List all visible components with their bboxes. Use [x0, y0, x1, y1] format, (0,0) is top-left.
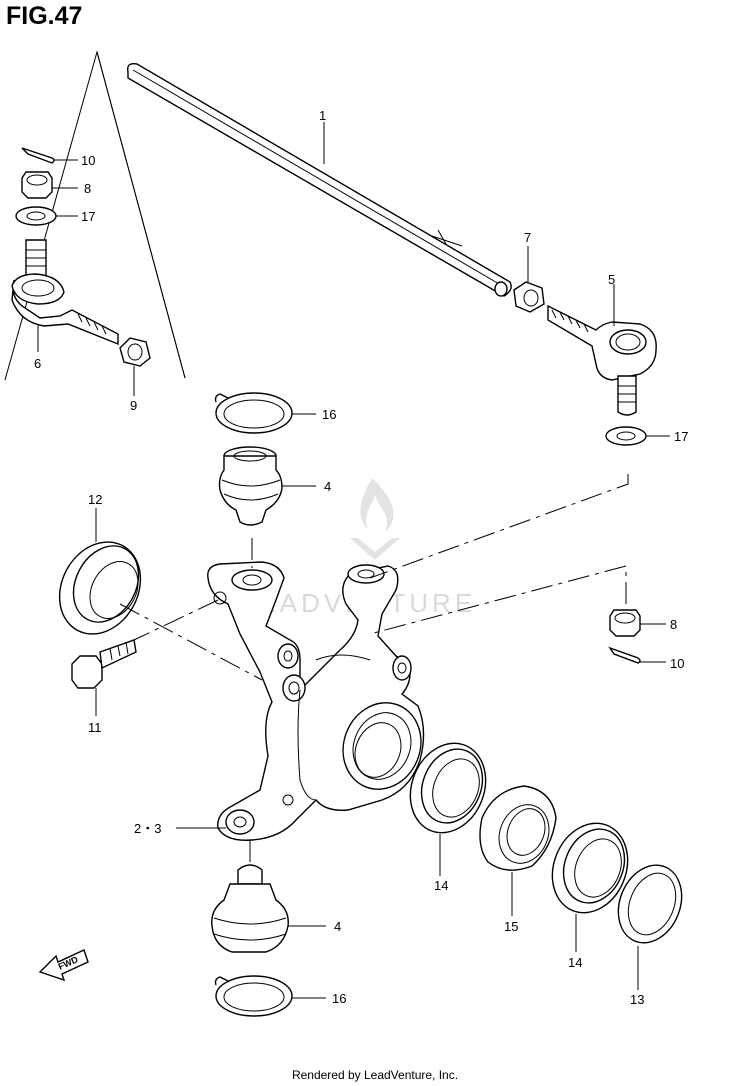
figure-title: FIG.47: [6, 2, 83, 30]
fwd-arrow-icon: FWD: [38, 949, 89, 982]
callout-16-bottom: 16: [332, 991, 346, 1006]
bolt-11: [71, 639, 137, 689]
oil-seal-14-left: [409, 742, 487, 834]
tie-rod-tube: [127, 62, 512, 297]
callout-7: 7: [524, 230, 531, 245]
callout-14-right: 14: [568, 955, 582, 970]
callout-4-bottom: 4: [334, 919, 341, 934]
ball-joint-4-bottom: [211, 864, 289, 953]
callout-17-left: 17: [81, 209, 95, 224]
callout-labels: 1 10 8 17 7 5 6 9 16 17 4 12 8 10 11 2・3…: [34, 108, 688, 1007]
callout-17-right: 17: [674, 429, 688, 444]
assembly-line-8-knuckle: [369, 565, 627, 635]
callout-13: 13: [630, 992, 644, 1007]
lock-nut-7: [513, 281, 545, 313]
snap-ring-16-top: [214, 392, 293, 434]
callout-10-left: 10: [81, 153, 95, 168]
callout-9: 9: [130, 398, 137, 413]
steering-knuckle-2-3: [207, 561, 425, 841]
callout-1: 1: [319, 108, 326, 123]
snap-ring-16-bottom: [214, 975, 293, 1017]
callout-8-left: 8: [84, 181, 91, 196]
callout-5: 5: [608, 272, 615, 287]
cotter-pin-10-left: [21, 147, 55, 164]
callout-12: 12: [88, 492, 102, 507]
callout-15: 15: [504, 919, 518, 934]
callout-8-right: 8: [670, 617, 677, 632]
oil-seal-12: [58, 541, 142, 635]
callout-10-right: 10: [670, 656, 684, 671]
castle-nut-8-right: [609, 609, 641, 637]
footer-credit: Rendered by LeadVenture, Inc.: [291, 1068, 459, 1082]
callout-11: 11: [88, 720, 102, 735]
callout-16-top: 16: [322, 407, 336, 422]
callout-6: 6: [34, 356, 41, 371]
callout-2-3: 2・3: [134, 821, 161, 836]
bearing-15: [479, 785, 557, 871]
leader-lines: [37, 122, 670, 999]
washer-17-right: [605, 426, 647, 446]
tie-rod-end-right: [547, 304, 657, 416]
assembly-line-11-knuckle: [133, 599, 219, 641]
assembly-line-12-knuckle: [119, 603, 263, 681]
tie-rod-end-left: [11, 239, 119, 346]
spacer-13: [617, 864, 683, 944]
ball-joint-4-top: [218, 446, 283, 526]
castle-nut-8-left: [21, 171, 53, 199]
callout-4-top: 4: [324, 479, 331, 494]
oil-seal-14-right: [551, 822, 629, 914]
nut-9: [119, 337, 151, 367]
cotter-pin-10-right: [608, 646, 641, 664]
assembly-line-17-knuckle: [369, 474, 629, 579]
washer-17-left: [15, 206, 57, 226]
callout-14-left: 14: [434, 878, 448, 893]
